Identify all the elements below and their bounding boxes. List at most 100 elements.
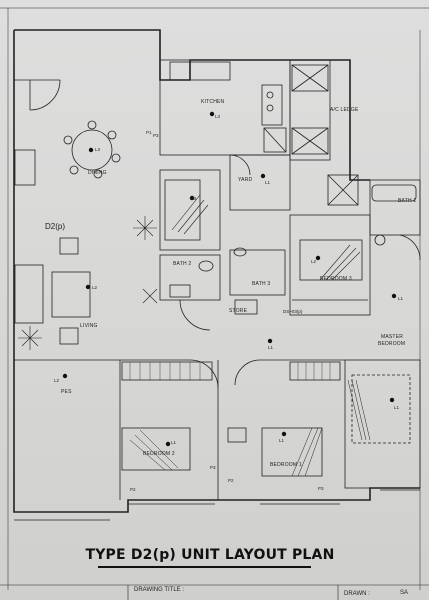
dining-chair-4 xyxy=(93,169,103,179)
light-kitchen xyxy=(209,111,215,117)
tag-bedroom1-light: L1 xyxy=(279,438,285,443)
tag-kitchen-light: L3 xyxy=(215,114,221,119)
room-label-store: STORE xyxy=(229,308,248,314)
yard-ac xyxy=(327,174,359,206)
store-wall xyxy=(234,299,258,315)
drawn-value: SA xyxy=(400,590,409,596)
ac-cross-1b xyxy=(291,64,329,92)
yard-wall xyxy=(229,154,291,211)
room-label-master-line1: MASTER xyxy=(381,334,404,340)
tag-yard-light: L1 xyxy=(265,180,271,185)
ac-unit-2 xyxy=(291,127,329,155)
tag-bedroom2-p3: P3 xyxy=(210,465,216,470)
room-label-bedroom3: BEDROOM 3 xyxy=(320,276,352,282)
tag-master-light-a: L1 xyxy=(398,296,404,301)
bath2-wall xyxy=(159,254,221,301)
bedroom2-wardrobe-lines xyxy=(129,362,201,380)
tag-kitchen-p1: P1 xyxy=(146,130,152,135)
tag-bedroom1-p3: P3 xyxy=(318,486,324,491)
dining-table xyxy=(71,129,113,171)
plan-title-underline xyxy=(98,566,311,568)
washer-cross xyxy=(263,127,287,153)
entrance-door-swing xyxy=(29,79,61,111)
room-label-bath2: BATH 2 xyxy=(173,261,192,267)
corridor-door xyxy=(179,299,211,331)
kitchen-sink-counter xyxy=(261,84,283,126)
drawn-label: DRAWN : xyxy=(344,591,370,597)
light-master-b xyxy=(389,397,395,403)
room-label-living: LIVING xyxy=(80,323,98,329)
bedroom1-bed-hatch xyxy=(291,427,323,477)
tag-dining-light: L3 xyxy=(95,147,101,152)
tag-door-ds: DS~03(p) xyxy=(283,309,303,314)
room-label-bedroom1: BEDROOM 1 xyxy=(270,462,302,468)
armchair-2 xyxy=(59,327,79,345)
bath1-wall xyxy=(369,179,421,236)
kitchen-wall xyxy=(159,59,291,156)
bath3-wall xyxy=(229,249,286,296)
bedroom3-bed xyxy=(299,239,363,281)
drawing-title-label: DRAWING TITLE : xyxy=(134,587,185,593)
dining-chair-3 xyxy=(111,153,121,163)
tag-living-light: L2 xyxy=(92,285,98,290)
tag-kitchen-p3: P3 xyxy=(153,133,159,138)
bedroom3-wall xyxy=(289,214,371,316)
helper-bed xyxy=(164,179,201,241)
bath1-basin xyxy=(374,234,386,246)
bedroom2-door xyxy=(189,359,219,389)
light-corridor xyxy=(267,338,273,344)
plant-3 xyxy=(142,288,158,304)
sofa xyxy=(14,264,44,324)
helper-bed-hatch xyxy=(171,194,209,235)
sink-1 xyxy=(266,91,274,99)
bath1-tub xyxy=(371,184,417,202)
tag-corridor-light: L1 xyxy=(268,345,274,350)
ac-cross-2b xyxy=(291,127,329,155)
ac-unit-1 xyxy=(291,64,329,92)
bath2-basin xyxy=(198,260,214,272)
coffee-table xyxy=(51,271,91,318)
master-bedroom-wall xyxy=(344,359,421,489)
unit-type-label: D2(p) xyxy=(45,222,66,231)
room-label-dining: DINING xyxy=(88,170,107,176)
tag-bedroom2-light: L1 xyxy=(171,440,177,445)
light-bedroom3 xyxy=(315,255,321,261)
light-dining xyxy=(88,147,94,153)
tag-bedroom2-p2: P2 xyxy=(130,487,136,492)
tag-bedroom3-light: L2 xyxy=(311,259,317,264)
dining-chair-6 xyxy=(63,135,73,145)
bath3-basin xyxy=(233,247,247,257)
room-label-bath1: BATH 1 xyxy=(398,198,417,204)
light-master-a xyxy=(391,293,397,299)
bedroom2-wardrobe xyxy=(121,361,213,381)
tag-bedroom1-p2: P2 xyxy=(228,478,234,483)
armchair-1 xyxy=(59,237,79,255)
light-yard xyxy=(260,173,266,179)
master-bed-hatch xyxy=(347,379,371,441)
bath2-wc xyxy=(169,284,191,298)
bedroom3-bed-hatch xyxy=(319,244,361,281)
sink-2 xyxy=(266,104,274,112)
dining-chair-1 xyxy=(87,120,97,130)
washer xyxy=(263,127,287,153)
plant-1 xyxy=(133,216,157,240)
plan-title: TYPE D2(p) UNIT LAYOUT PLAN xyxy=(85,547,335,563)
light-pes xyxy=(62,373,68,379)
dining-chair-5 xyxy=(69,165,79,175)
dining-chair-2 xyxy=(107,130,117,140)
ac-ledge-wall xyxy=(289,59,331,161)
bath1-door xyxy=(399,234,421,261)
room-label-ac-ledge: A/C LEDGE xyxy=(330,107,359,113)
bedroom2-bed-hatch xyxy=(129,429,179,471)
bedroom1-bed xyxy=(261,427,323,477)
tag-helper-hb: HB xyxy=(190,196,197,201)
tag-master-light-b: L1 xyxy=(394,405,400,410)
bedroom1-wardrobe-lines xyxy=(297,362,331,380)
room-label-kitchen: KITCHEN xyxy=(201,99,225,105)
light-bedroom1 xyxy=(281,431,287,437)
bedroom1-wardrobe xyxy=(289,361,341,381)
room-label-yard: YARD xyxy=(238,177,253,183)
helper-room-wall xyxy=(159,169,221,251)
master-bed xyxy=(351,374,411,444)
